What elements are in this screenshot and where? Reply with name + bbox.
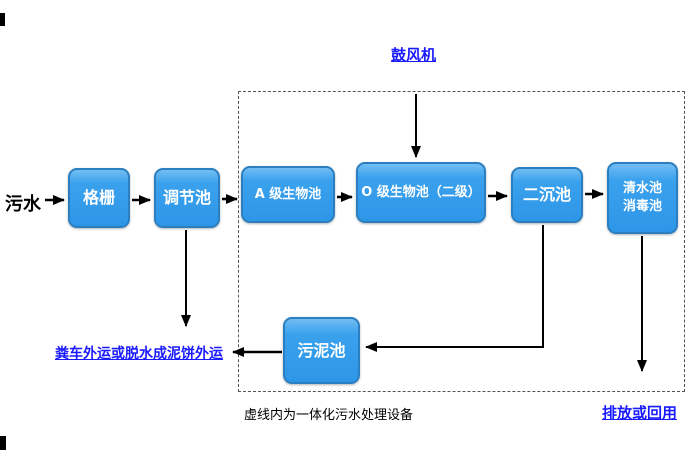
scan-artifact-bottom-left [0,436,6,450]
node-a-grade-bio-tank: A 级生物池 [241,166,335,223]
blower-label: 鼓风机 [391,46,437,64]
node-grille-label: 格栅 [82,188,115,208]
node-regulating-tank-label: 调节池 [162,188,211,208]
node-sludge-tank: 污泥池 [283,317,360,384]
integrated-equipment-boundary [238,91,685,392]
source-label: 污水 [5,194,41,215]
node-o-grade-bio-tank: O 级生物池（二级） [356,162,486,223]
discharge-label: 排放或回用 [602,404,678,422]
node-o-grade-bio-tank-label: O 级生物池（二级） [361,184,481,200]
node-clear-water-label: 清水池 [622,181,662,197]
node-a-grade-bio-tank-label: A 级生物池 [254,186,322,202]
scan-artifact-top-left [0,13,5,26]
node-secondary-sedimentation-tank-label: 二沉池 [522,185,571,205]
node-clear-water-disinfection-tank: 清水池 消毒池 [607,162,678,234]
node-disinfection-label: 消毒池 [622,199,662,214]
boundary-caption: 虚线内为一体化污水处理设备 [244,408,414,423]
node-sludge-tank-label: 污泥池 [297,340,346,360]
node-regulating-tank: 调节池 [154,168,220,228]
node-grille: 格栅 [68,168,130,228]
sludge-disposal-label: 粪车外运或脱水成泥饼外运 [55,346,223,362]
node-secondary-sedimentation-tank: 二沉池 [511,167,583,223]
